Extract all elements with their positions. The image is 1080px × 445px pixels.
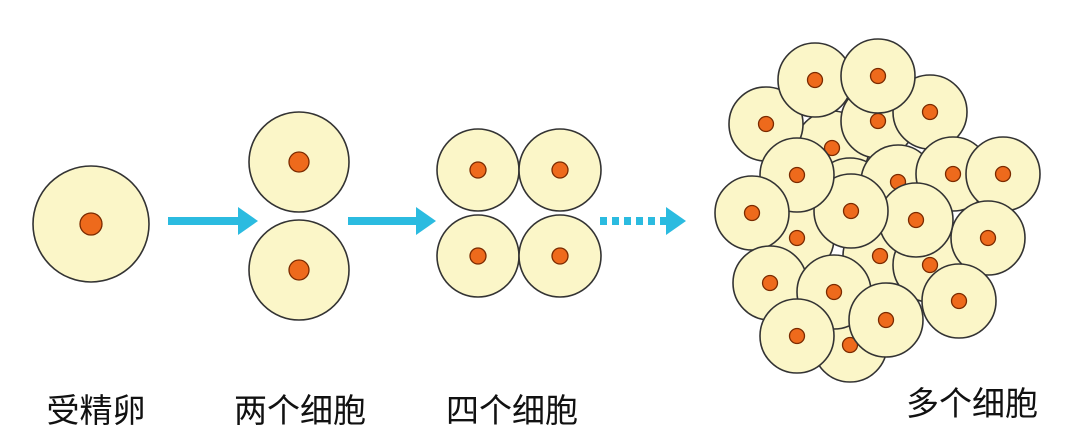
arrow-1-head [238,207,258,235]
cell-nucleus [869,112,887,130]
morula-cell-17 [813,173,889,249]
cell-nucleus [944,165,962,183]
label-many-cells: 多个细胞 [906,384,1038,423]
four-cell-4 [518,214,602,298]
cell-nucleus [757,115,775,133]
label-two-cells: 两个细胞 [234,391,366,430]
two-cell-bottom [248,219,350,321]
stage-fertilized-egg [32,165,150,283]
arrow-2-head [416,207,436,235]
arrow-2-shaft [348,217,418,225]
morula-cell-24 [848,282,924,358]
cell-nucleus [979,229,997,247]
cell-nucleus [288,151,310,173]
morula-cell-15 [950,200,1026,276]
cell-nucleus [788,166,806,184]
arrow-3-dotted [600,207,686,235]
cell-nucleus [921,256,939,274]
arrow-3-head [666,207,686,235]
cell-nucleus [877,311,895,329]
arrow-1-shaft [168,217,240,225]
cell-nucleus [743,204,761,222]
cell-nucleus [788,327,806,345]
morula-cell-16 [878,182,954,258]
fertilized-egg-cell [32,165,150,283]
cell-nucleus [806,71,824,89]
label-four-cells: 四个细胞 [446,391,578,430]
cell-nucleus [842,202,860,220]
cell-nucleus [288,259,310,281]
cell-nucleus [921,103,939,121]
cell-nucleus [469,161,487,179]
cell-nucleus [79,212,103,236]
label-fertilized-egg: 受精卵 [47,391,146,430]
cell-nucleus [825,283,843,301]
cell-nucleus [994,165,1012,183]
cell-nucleus [841,336,859,354]
cell-nucleus [551,247,569,265]
morula-cell-14 [965,136,1041,212]
cell-nucleus [788,229,806,247]
arrow-2 [348,207,436,235]
four-cell-3 [436,214,520,298]
morula-cell-23 [759,298,835,374]
four-cell-1 [436,128,520,212]
cell-nucleus [907,211,925,229]
two-cell-top [248,111,350,213]
cell-nucleus [950,292,968,310]
stage-four-cells [436,128,602,298]
stage-two-cells [248,111,350,321]
morula-cell-22 [921,263,997,339]
arrow-1 [168,207,258,235]
cell-nucleus [469,247,487,265]
cell-nucleus [823,139,841,157]
four-cell-2 [518,128,602,212]
stage-many-cells [714,38,1041,383]
cell-nucleus [761,274,779,292]
cell-nucleus [551,161,569,179]
morula-cell-19 [714,175,790,251]
cell-nucleus [871,247,889,265]
cell-nucleus [869,67,887,85]
morula-cell-12 [840,38,916,114]
